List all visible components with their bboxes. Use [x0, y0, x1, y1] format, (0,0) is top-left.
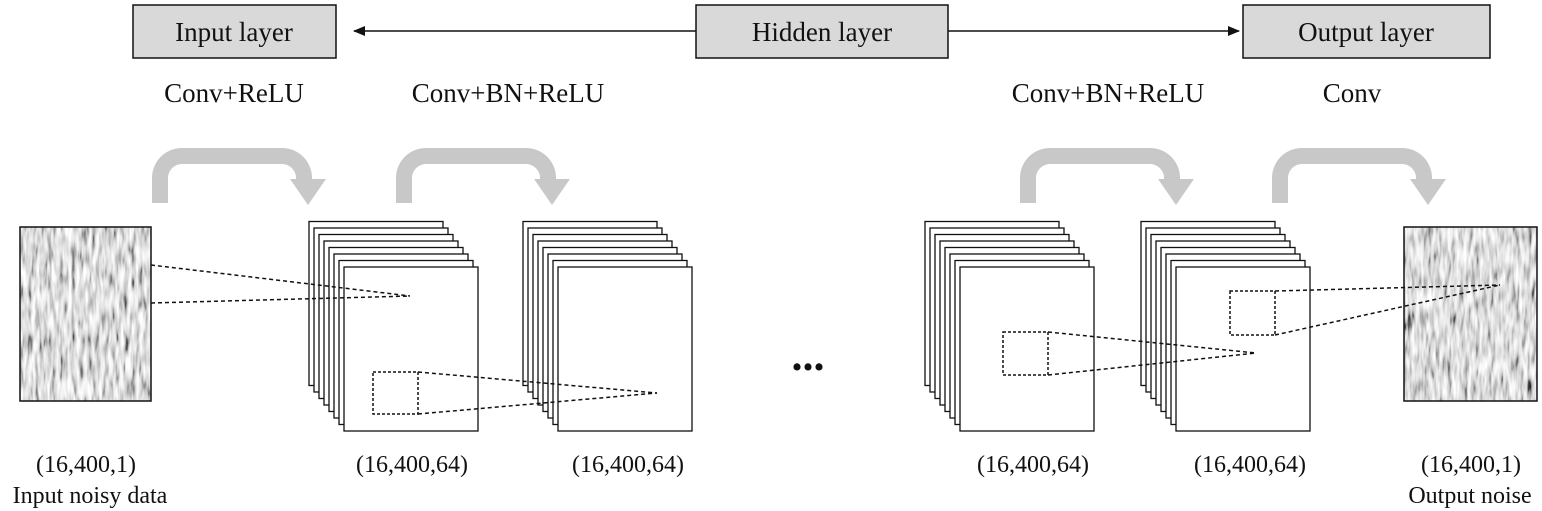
caption-input: Input noisy data [13, 483, 168, 509]
receptive-field-box-3 [1229, 290, 1276, 336]
curved-arrow-1 [152, 148, 326, 205]
dim-label-fm2: (16,400,64) [572, 452, 684, 478]
hidden-layer-box [695, 4, 949, 59]
curved-arrow-2 [396, 148, 570, 205]
curved-arrow-4 [1272, 148, 1446, 205]
output-layer-box [1242, 4, 1491, 59]
output-layer-label: Output layer [1298, 17, 1434, 47]
output-image-border [1403, 226, 1538, 402]
receptive-field-box-2 [1002, 331, 1049, 376]
dim-label-fm1: (16,400,64) [356, 452, 468, 478]
op-label-conv-bn-relu-1: Conv+BN+ReLU [412, 78, 604, 108]
dim-label-output: (16,400,1) [1421, 452, 1521, 478]
feature-map-sheet [1175, 266, 1311, 432]
op-label-conv-relu: Conv+ReLU [164, 78, 304, 108]
feature-map-sheet [959, 266, 1095, 432]
feature-map-stack-1 [308, 220, 479, 432]
op-label-conv: Conv [1323, 78, 1382, 108]
projection-lines [150, 264, 1501, 415]
feature-map-sheet [557, 266, 693, 432]
input-image-border [19, 226, 152, 402]
input-layer-label: Input layer [175, 17, 293, 47]
feature-map-stack-4 [1140, 220, 1311, 432]
caption-output: Output noise [1408, 483, 1531, 509]
op-label-conv-bn-relu-2: Conv+BN+ReLU [1012, 78, 1204, 108]
dim-label-input: (16,400,1) [36, 452, 136, 478]
feature-map-stack-3 [924, 220, 1095, 432]
receptive-field-box-1 [372, 371, 419, 415]
feature-map-stack-2 [522, 220, 693, 432]
output-noise-image [1404, 227, 1537, 401]
dim-label-fm3: (16,400,64) [977, 452, 1089, 478]
ellipsis: ... [792, 331, 825, 380]
feature-map-sheet [343, 266, 479, 432]
hidden-layer-label: Hidden layer [752, 17, 892, 47]
input-noisy-image [20, 227, 151, 401]
dim-label-fm4: (16,400,64) [1194, 452, 1306, 478]
curved-arrow-3 [1020, 148, 1194, 205]
input-layer-box [132, 4, 337, 59]
